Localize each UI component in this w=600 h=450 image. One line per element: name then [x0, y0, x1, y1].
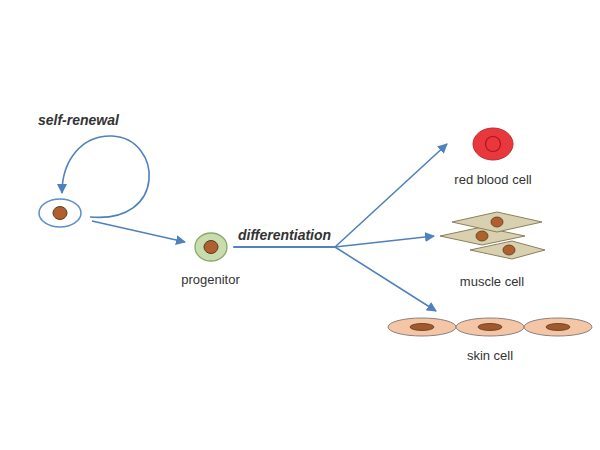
- cell-picture: [470, 124, 516, 164]
- process-label: self-renewal: [38, 112, 119, 129]
- red-blood-cell-center: [486, 137, 501, 152]
- cell-label: progenitor: [181, 272, 240, 288]
- differentiation-arrow: [234, 247, 437, 311]
- cell-picture: [437, 208, 547, 264]
- self-renewal-loop: [62, 136, 149, 217]
- cell-nucleus: [491, 217, 503, 227]
- muscle-cell-node: muscle cell: [437, 208, 547, 290]
- cell-nucleus: [476, 231, 488, 241]
- stem-to-progenitor-arrow: [92, 221, 185, 242]
- cell-nucleus: [546, 324, 570, 331]
- cell-nucleus: [410, 324, 434, 331]
- edge-label: differentiation: [238, 227, 331, 244]
- progenitor-cell: [195, 233, 227, 261]
- stem-cell: [39, 199, 81, 227]
- red-blood-cell-node: red blood cell: [450, 124, 536, 188]
- stem-cell-nucleus: [53, 207, 67, 220]
- red-blood-cell-shape: [473, 128, 513, 160]
- cell-label: muscle cell: [460, 274, 524, 290]
- differentiation-arrow: [234, 144, 448, 247]
- muscle-cell-shape: [470, 241, 545, 259]
- skin-cell-shape: [456, 318, 524, 336]
- cell-nucleus: [478, 324, 502, 331]
- skin-cell-shape: [388, 318, 456, 336]
- cell-picture: [191, 232, 231, 262]
- muscle-cell-shape: [452, 212, 542, 232]
- skin-cell-node: skin cell: [387, 314, 593, 364]
- cell-nucleus: [503, 245, 515, 255]
- cell-label: skin cell: [467, 348, 513, 364]
- skin-cell-shape: [524, 318, 592, 336]
- cell-picture: [387, 314, 593, 340]
- cell-label: red blood cell: [454, 172, 531, 188]
- progenitor-node: progenitor: [177, 232, 244, 288]
- cell-nucleus: [204, 241, 218, 254]
